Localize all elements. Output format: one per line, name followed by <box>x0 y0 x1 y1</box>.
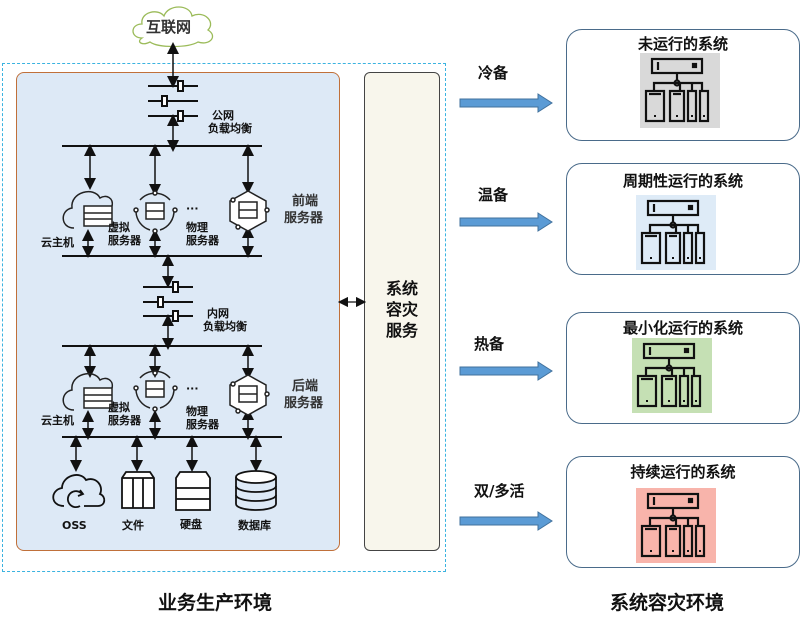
frontend-cloud-host-label: 云主机 <box>41 236 74 249</box>
server-hierarchy-icon <box>636 195 716 270</box>
dr-environment-title: 系统容灾环境 <box>610 592 725 614</box>
public-lb-icon <box>148 80 198 122</box>
mode-label: 双/多活 <box>474 482 525 500</box>
mode-label: 温备 <box>478 186 509 204</box>
production-boundary <box>2 63 446 572</box>
frontend-virtual-server-label: 虚拟 服务器 <box>108 221 141 247</box>
internal-lb-label: 内网 负载均衡 <box>203 307 247 333</box>
system-title: 未运行的系统 <box>637 35 728 53</box>
dr-service-label: 系统 容灾 服务 <box>385 279 418 340</box>
file-cabinet-icon <box>121 471 155 509</box>
dr-service-panel[interactable] <box>364 72 440 551</box>
storage-oss-label: OSS <box>62 519 87 532</box>
frontend-physical-server-label: 物理 服务器 <box>186 221 219 247</box>
server-hierarchy-icon <box>636 488 716 563</box>
production-title: 业务生产环境 <box>158 592 273 614</box>
arrow-right-icon <box>459 511 553 531</box>
internet-cloud: 互联网 <box>128 2 218 48</box>
backend-cloud-host-label: 云主机 <box>41 414 74 427</box>
frontend-ellipsis: ··· <box>186 202 199 215</box>
server-hierarchy-icon <box>640 53 720 128</box>
arrow-right-icon <box>459 361 553 381</box>
network-topology <box>52 42 367 511</box>
storage-file-label: 文件 <box>122 519 144 532</box>
system-title: 持续运行的系统 <box>630 463 736 481</box>
arrow-right-icon <box>459 212 553 232</box>
backend-virtual-server-label: 虚拟 服务器 <box>108 401 141 427</box>
database-icon <box>235 470 277 511</box>
backend-ellipsis: ··· <box>186 382 199 395</box>
frontend-physical-server-icon <box>229 190 270 232</box>
backend-physical-server-icon <box>229 374 270 416</box>
mode-label: 热备 <box>474 335 505 353</box>
storage-database-label: 数据库 <box>238 519 271 532</box>
system-title: 周期性运行的系统 <box>622 172 743 190</box>
internet-label: 互联网 <box>146 18 192 36</box>
storage-disk-label: 硬盘 <box>180 518 202 531</box>
backend-virtual-server-icon <box>133 370 178 412</box>
frontend-label: 前端 服务器 <box>284 194 324 226</box>
arrow-right-icon <box>459 93 553 113</box>
frontend-cloud-host-icon <box>62 190 114 229</box>
backend-physical-server-label: 物理 服务器 <box>186 405 219 431</box>
cloud-icon <box>132 6 214 48</box>
server-hierarchy-icon <box>632 338 712 413</box>
backend-cloud-host-icon <box>62 372 114 411</box>
frontend-virtual-server-icon <box>133 190 178 234</box>
public-lb-label: 公网 负载均衡 <box>208 109 252 135</box>
internal-lb-icon <box>143 281 193 322</box>
backend-label: 后端 服务器 <box>284 379 324 411</box>
mode-label: 冷备 <box>478 64 509 82</box>
disk-rack-icon <box>175 471 211 511</box>
cloud-upload-icon <box>52 474 106 509</box>
system-title: 最小化运行的系统 <box>622 319 743 337</box>
